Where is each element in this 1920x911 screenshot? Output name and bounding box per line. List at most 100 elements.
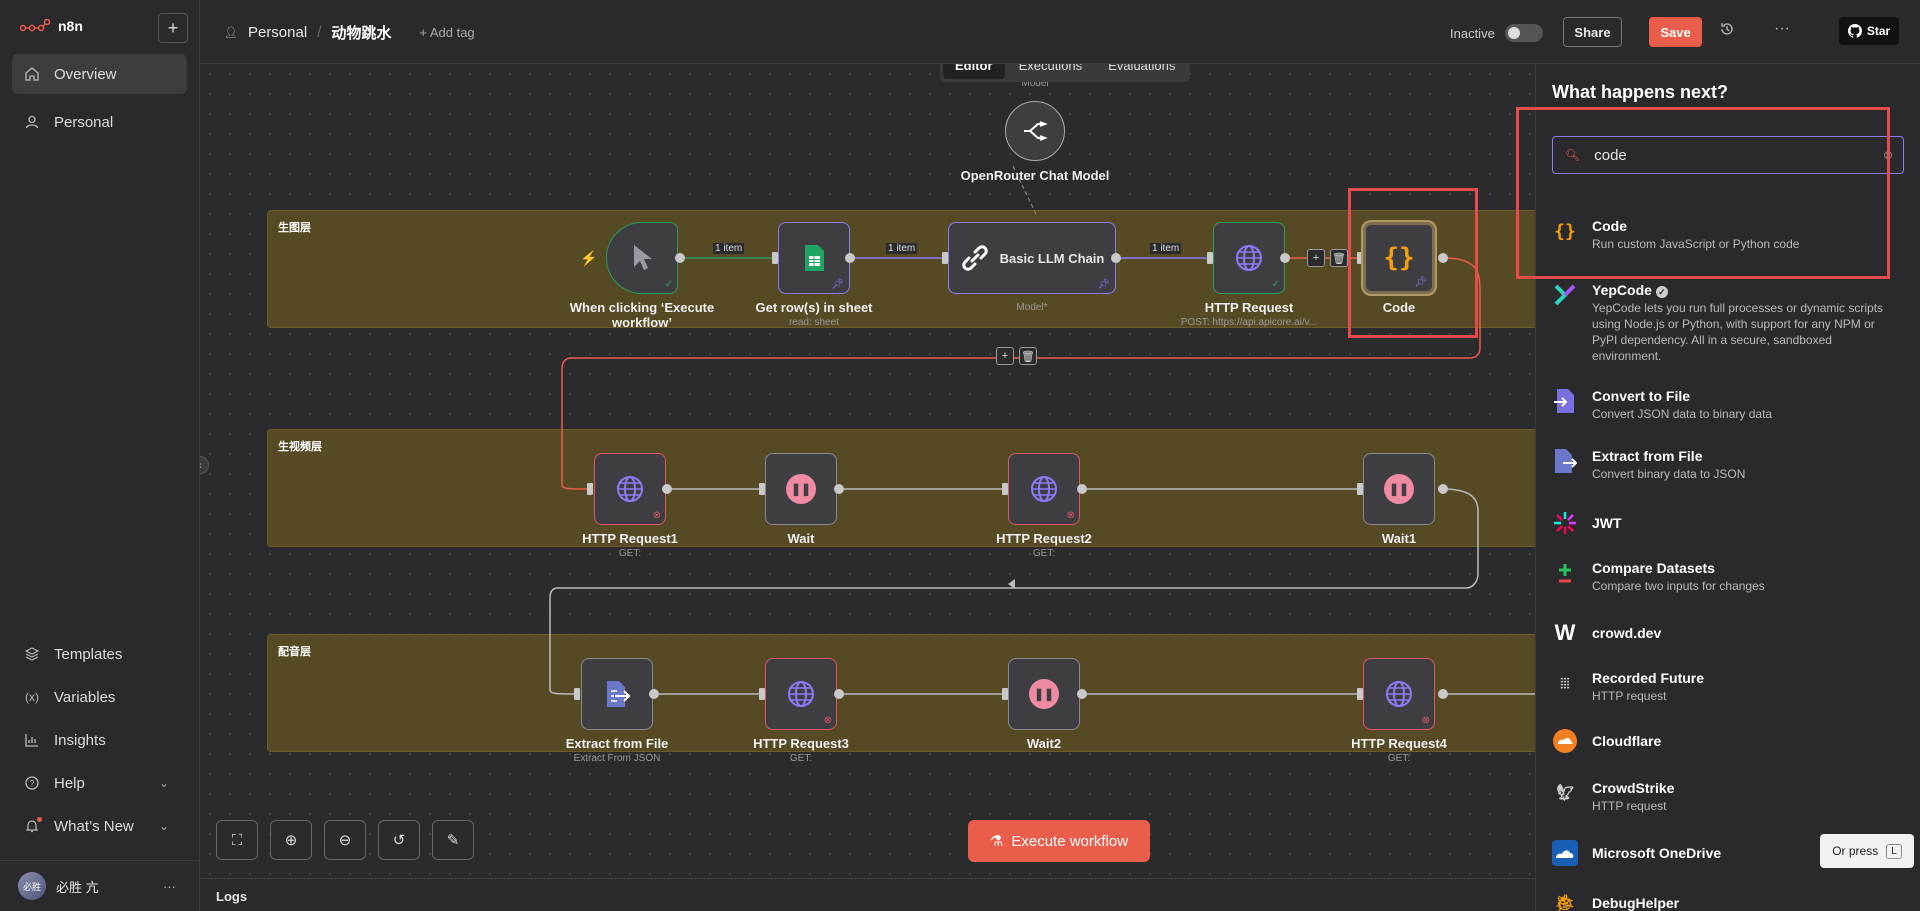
input-port[interactable]: [1357, 252, 1363, 264]
output-port[interactable]: [1438, 253, 1448, 263]
sidebar-item-variables[interactable]: (x) Variables: [12, 677, 187, 717]
output-port[interactable]: [1077, 484, 1087, 494]
input-port[interactable]: [772, 252, 778, 264]
breadcrumb-project[interactable]: Personal: [247, 24, 308, 41]
node-http-request[interactable]: ✓: [1213, 222, 1285, 294]
output-port[interactable]: [1077, 689, 1087, 699]
sidebar: n8n + Overview Personal Templates (x) Va…: [0, 0, 200, 911]
globe-icon: [1031, 476, 1057, 502]
zoom-in-button[interactable]: ⊕: [270, 820, 312, 860]
input-port[interactable]: [1207, 252, 1213, 264]
list-item[interactable]: 🐞︎ DebugHelper: [1552, 890, 1892, 911]
node-extract-from-file[interactable]: [581, 658, 653, 730]
list-item[interactable]: YepCode✓YepCode lets you run full proces…: [1552, 282, 1892, 364]
zoom-out-button[interactable]: ⊖: [324, 820, 366, 860]
sticky-note[interactable]: 生视频层: [267, 429, 1535, 547]
workflow-canvas[interactable]: ‹ Editor Executions Evaluations 生图层 生视频层…: [200, 64, 1535, 878]
output-port[interactable]: [662, 484, 672, 494]
search-input[interactable]: 🔍︎ code ⊗: [1552, 136, 1904, 174]
crowdstrike-icon: 🦅︎: [1554, 785, 1576, 802]
share-button[interactable]: Share: [1563, 17, 1622, 47]
output-port[interactable]: [1438, 484, 1448, 494]
app-logo[interactable]: n8n: [20, 18, 83, 34]
sidebar-item-label: Overview: [54, 65, 117, 83]
clear-search-icon[interactable]: ⊗: [1882, 148, 1893, 162]
fit-view-button[interactable]: ⛶: [216, 820, 258, 860]
tab-editor[interactable]: Editor: [943, 64, 1005, 79]
input-port[interactable]: [587, 483, 593, 495]
node-http-request1[interactable]: ⊗: [594, 453, 666, 525]
input-port[interactable]: [574, 688, 580, 700]
input-port[interactable]: [759, 688, 765, 700]
node-openrouter[interactable]: [1005, 101, 1065, 161]
output-port[interactable]: [675, 253, 685, 263]
output-port[interactable]: [1111, 253, 1121, 263]
node-http-request3[interactable]: ⊗: [765, 658, 837, 730]
sticky-title: 生图层: [278, 222, 311, 234]
input-port[interactable]: [1357, 688, 1363, 700]
new-item-button[interactable]: +: [158, 13, 188, 43]
sidebar-item-whats-new[interactable]: What’s New ⌄: [12, 806, 187, 846]
delete-connection-button[interactable]: 🗑︎: [1019, 347, 1037, 365]
edge-label: 1 item: [713, 243, 745, 254]
input-port[interactable]: [1357, 483, 1363, 495]
history-icon[interactable]: [1720, 22, 1734, 40]
node-google-sheets[interactable]: 📌︎: [778, 222, 850, 294]
active-toggle[interactable]: [1504, 24, 1543, 42]
sidebar-item-templates[interactable]: Templates: [12, 634, 187, 674]
github-star-button[interactable]: Star: [1839, 17, 1899, 45]
tidy-up-button[interactable]: ✎: [432, 820, 474, 860]
input-port[interactable]: [1002, 688, 1008, 700]
input-port[interactable]: [1002, 483, 1008, 495]
collapse-sidebar-button[interactable]: ‹: [200, 456, 209, 474]
node-http-request4[interactable]: ⊗: [1363, 658, 1435, 730]
openrouter-icon: [1024, 121, 1048, 141]
logs-bar[interactable]: Logs: [200, 878, 1535, 911]
node-basic-llm-chain[interactable]: Basic LLM Chain 📌︎: [948, 222, 1116, 294]
tab-executions[interactable]: Executions: [1018, 64, 1083, 73]
user-more-button[interactable]: ···: [163, 878, 176, 894]
add-node-button[interactable]: +: [996, 347, 1014, 365]
output-port[interactable]: [1438, 689, 1448, 699]
output-port[interactable]: [845, 253, 855, 263]
variables-icon: (x): [25, 690, 39, 704]
more-options-button[interactable]: ···: [1774, 20, 1790, 37]
node-code[interactable]: {} 📌︎: [1363, 222, 1435, 294]
output-port[interactable]: [649, 689, 659, 699]
node-wait[interactable]: ❚❚: [765, 453, 837, 525]
user-menu[interactable]: 必胜 必胜 亢 ···: [0, 860, 200, 911]
workflow-name[interactable]: 动物跳水: [331, 25, 392, 42]
undo-button[interactable]: ↺: [378, 820, 420, 860]
list-item[interactable]: W crowd.dev: [1552, 620, 1892, 646]
node-http-request2[interactable]: ⊗: [1008, 453, 1080, 525]
list-item[interactable]: JWT: [1552, 510, 1892, 536]
list-item[interactable]: Cloudflare: [1552, 728, 1892, 754]
add-tag-button[interactable]: + Add tag: [419, 25, 475, 40]
input-port[interactable]: [942, 252, 948, 264]
sidebar-item-insights[interactable]: Insights: [12, 720, 187, 760]
sticky-note[interactable]: 配音层: [267, 634, 1535, 752]
add-node-button[interactable]: +: [1307, 249, 1325, 267]
execute-workflow-button[interactable]: ⚗ Execute workflow: [968, 820, 1150, 862]
node-manual-trigger[interactable]: ✓: [606, 222, 678, 294]
output-port[interactable]: [834, 689, 844, 699]
sidebar-item-help[interactable]: ? Help ⌄: [12, 763, 187, 803]
list-item[interactable]: Microsoft OneDrive: [1552, 840, 1892, 866]
tab-evaluations[interactable]: Evaluations: [1108, 64, 1176, 73]
save-button[interactable]: Save: [1649, 17, 1702, 47]
sidebar-item-personal[interactable]: Personal: [12, 102, 187, 142]
sidebar-item-overview[interactable]: Overview: [12, 54, 187, 94]
output-port[interactable]: [1280, 253, 1290, 263]
node-wait1[interactable]: ❚❚: [1363, 453, 1435, 525]
node-subtitle: GET:: [1387, 753, 1411, 764]
output-port[interactable]: [834, 484, 844, 494]
node-wait2[interactable]: ❚❚: [1008, 658, 1080, 730]
input-port[interactable]: [759, 483, 765, 495]
delete-connection-button[interactable]: 🗑︎: [1330, 249, 1348, 267]
